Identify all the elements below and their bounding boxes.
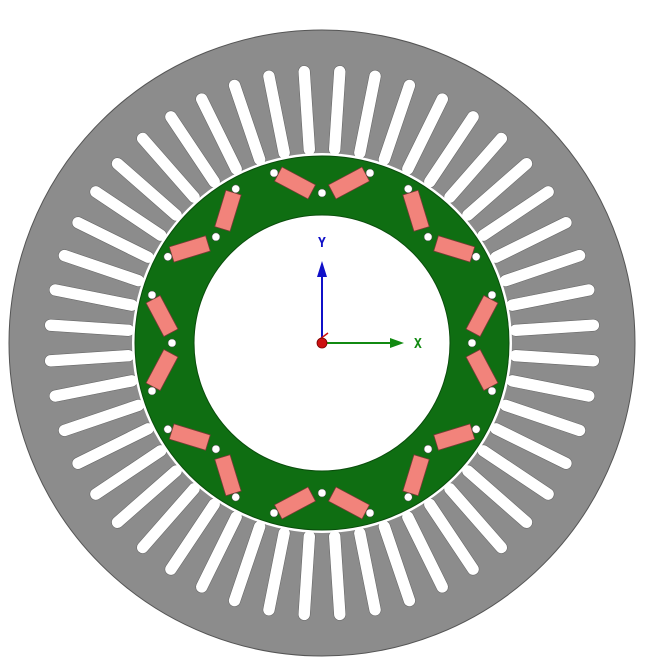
permanent-magnet <box>327 486 371 520</box>
flux-barrier <box>231 492 240 502</box>
magnet-pole <box>402 184 481 263</box>
permanent-magnet <box>168 423 211 451</box>
permanent-magnet <box>273 486 317 520</box>
permanent-magnet <box>145 294 179 338</box>
flux-barrier <box>231 184 240 194</box>
flux-barrier <box>167 338 177 348</box>
flux-barrier <box>471 425 481 434</box>
flux-barrier <box>147 290 157 300</box>
flux-barrier <box>423 444 433 454</box>
permanent-magnet <box>168 235 211 263</box>
flux-barrier <box>317 488 327 498</box>
flux-barrier <box>269 168 279 178</box>
flux-barrier <box>365 508 375 518</box>
x-axis-label: X <box>414 337 422 352</box>
axis-origin-icon <box>316 337 328 349</box>
magnet-pole <box>465 290 499 396</box>
flux-barrier <box>404 184 413 194</box>
flux-barrier <box>269 508 279 518</box>
flux-barrier <box>487 386 497 396</box>
magnet-pole <box>269 166 375 200</box>
x-axis-arrow-icon <box>390 338 404 348</box>
magnet-pole <box>163 184 242 263</box>
permanent-magnet <box>402 189 430 232</box>
permanent-magnet <box>214 189 242 232</box>
permanent-magnet <box>433 423 476 451</box>
permanent-magnet <box>465 348 499 392</box>
flux-barrier <box>404 492 413 502</box>
coordinate-axes: X Y <box>316 236 422 352</box>
flux-barrier <box>423 232 433 242</box>
flux-barrier <box>147 386 157 396</box>
magnet-pole <box>269 486 375 520</box>
permanent-magnet <box>145 348 179 392</box>
permanent-magnet <box>273 166 317 200</box>
permanent-magnet <box>402 454 430 497</box>
flux-barrier <box>365 168 375 178</box>
magnet-pole <box>163 423 242 502</box>
flux-barrier <box>211 444 221 454</box>
flux-barrier <box>317 188 327 198</box>
rotor-magnets <box>145 166 499 520</box>
magnet-pole <box>145 290 179 396</box>
permanent-magnet <box>433 235 476 263</box>
y-axis-label: Y <box>318 236 326 251</box>
magnet-pole <box>402 423 481 502</box>
flux-barrier <box>163 425 173 434</box>
flux-barrier <box>487 290 497 300</box>
permanent-magnet <box>327 166 371 200</box>
y-axis-arrow-icon <box>317 261 327 277</box>
flux-barrier <box>471 252 481 261</box>
permanent-magnet <box>465 294 499 338</box>
flux-barrier <box>467 338 477 348</box>
permanent-magnet <box>214 454 242 497</box>
flux-barrier <box>211 232 221 242</box>
flux-barrier <box>163 252 173 261</box>
